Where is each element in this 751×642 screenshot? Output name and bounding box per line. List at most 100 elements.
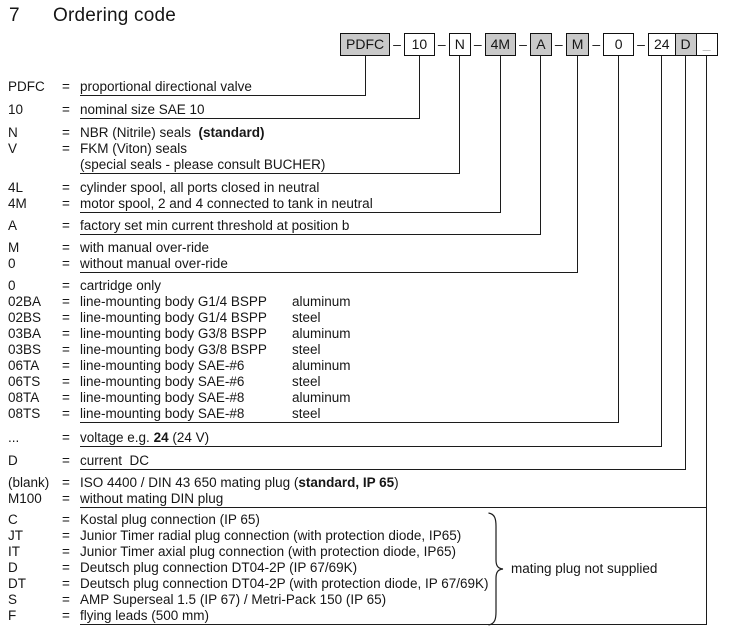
description-cell: line-mounting body G3/8 BSPP	[80, 326, 748, 342]
legend-row: JT = Junior Timer radial plug connection (…	[8, 528, 748, 544]
legend-row: D = current DC	[8, 453, 748, 469]
description-cell: without mating DIN plug	[80, 491, 748, 507]
connector-line	[577, 56, 579, 273]
legend-group: D = current DC	[8, 453, 748, 470]
code-cell: 06TA	[8, 358, 40, 373]
equals-sign: =	[62, 453, 70, 468]
equals-sign: =	[62, 310, 70, 325]
legend-row: S=AMP Superseal 1.5 (IP 67) / Metri-Pack…	[8, 592, 748, 608]
connector-underline	[80, 272, 579, 273]
description-segment: Deutsch plug connection DT04-2P (IP 67/6…	[80, 560, 358, 575]
code-cell: D	[8, 453, 18, 468]
code-cell: 02BS	[8, 310, 42, 325]
description-segment: ISO 4400 / DIN 43 650 mating plug (	[80, 475, 299, 490]
code-cell: 08TA	[8, 390, 40, 405]
brace-note: mating plug not supplied	[511, 561, 658, 576]
code-box: PDFC	[340, 33, 391, 56]
connector-underline	[80, 422, 620, 423]
code-cell: A	[8, 218, 18, 233]
legend-row: V=FKM (Viton) seals	[8, 141, 748, 157]
legend-group: ...=voltage e.g. 24 (24 V)	[8, 430, 748, 447]
code-cell	[8, 157, 62, 173]
code-cell: PDFC	[8, 79, 45, 94]
connector-line	[540, 56, 542, 235]
description-segment: (standard)	[198, 125, 265, 140]
description-cell: nominal size SAE 10	[80, 102, 748, 118]
description-segment: FKM (Viton) seals	[80, 141, 188, 156]
equals-sign: =	[62, 196, 70, 211]
description-cell: Junior Timer radial plug connection (wit…	[80, 528, 748, 544]
description-segment: line-mounting body SAE-#6	[80, 358, 245, 373]
equals-sign: =	[62, 294, 70, 309]
equals-sign: =	[62, 528, 70, 543]
description-segment: line-mounting body G1/4 BSPP	[80, 294, 267, 309]
connector-underline	[80, 446, 663, 447]
equals-sign: =	[62, 102, 70, 117]
description-segment: )	[394, 475, 399, 490]
legend-row: C=Kostal plug connection (IP 65)	[8, 512, 748, 528]
description-segment: motor spool, 2 and 4 connected to tank i…	[80, 196, 373, 211]
material-cell: aluminum	[292, 390, 351, 405]
description-cell: flying leads (500 mm)	[80, 608, 748, 624]
connector-line	[706, 56, 708, 625]
description-segment: (special seals - please consult BUCHER)	[80, 157, 326, 172]
description-segment: Junior Timer radial plug connection (wit…	[80, 528, 462, 543]
legend-row: IT=Junior Timer axial plug connection (w…	[8, 544, 748, 560]
legend-row: 0=without manual over-ride	[8, 256, 748, 272]
description-cell: cartridge only	[80, 278, 748, 294]
equals-sign: =	[62, 390, 70, 405]
code-cell: JT	[8, 528, 23, 543]
description-cell: (special seals - please consult BUCHER)	[80, 157, 748, 173]
description-cell: line-mounting body SAE-#6	[80, 358, 748, 374]
description-segment: AMP Superseal 1.5 (IP 67) / Metri-Pack 1…	[80, 592, 387, 607]
description-segment: 24	[153, 430, 169, 445]
equals-sign: =	[62, 475, 70, 490]
description-cell: line-mounting body G1/4 BSPP	[80, 310, 748, 326]
code-box: A	[529, 33, 552, 56]
code-cell: 06TS	[8, 374, 41, 389]
dash-separator: –	[437, 36, 446, 52]
material-cell: aluminum	[292, 294, 351, 309]
code-cell: 0	[8, 256, 16, 271]
description-cell: line-mounting body SAE-#6	[80, 374, 748, 390]
description-cell: ISO 4400 / DIN 43 650 mating plug (stand…	[80, 475, 748, 491]
equals-sign: =	[62, 560, 70, 575]
dash-separator: –	[519, 36, 527, 52]
equals-sign: =	[62, 374, 70, 389]
description-segment: current DC	[80, 453, 150, 468]
code-cell: N	[8, 125, 18, 140]
equals-sign: =	[62, 576, 70, 591]
description-segment: line-mounting body G1/4 BSPP	[80, 310, 267, 325]
code-cell: IT	[8, 544, 20, 559]
description-cell: FKM (Viton) seals	[80, 141, 748, 157]
legend-group: 4L=cylinder spool, all ports closed in n…	[8, 180, 748, 213]
dash-separator: –	[393, 36, 401, 52]
legend-group: C=Kostal plug connection (IP 65)JT = Junio…	[8, 512, 748, 625]
equals-sign: =	[62, 180, 70, 195]
code-box: 10	[403, 33, 435, 56]
equals-sign: =	[62, 125, 70, 140]
code-cell: 10	[8, 102, 24, 117]
description-cell: without manual over-ride	[80, 256, 748, 272]
description-segment: standard, IP 65	[298, 475, 395, 490]
material-cell: steel	[292, 342, 321, 357]
description-segment: flying leads (500 mm)	[80, 608, 210, 623]
connector-underline	[80, 234, 542, 235]
legend-row: 4L=cylinder spool, all ports closed in n…	[8, 180, 748, 196]
equals-sign: =	[62, 512, 70, 527]
connector-underline	[80, 507, 708, 508]
connector-line	[499, 56, 501, 213]
description-segment: factory set min current threshold at pos…	[80, 218, 350, 233]
description-cell: current DC	[80, 453, 748, 469]
description-segment: line-mounting body SAE-#8	[80, 406, 245, 421]
description-cell: motor spool, 2 and 4 connected to tank i…	[80, 196, 748, 212]
description-segment: with manual over-ride	[80, 240, 210, 255]
legend-group: 10 = nominal size SAE 10	[8, 102, 748, 119]
material-cell: steel	[292, 406, 321, 421]
description-cell: AMP Superseal 1.5 (IP 67) / Metri-Pack 1…	[80, 592, 748, 608]
